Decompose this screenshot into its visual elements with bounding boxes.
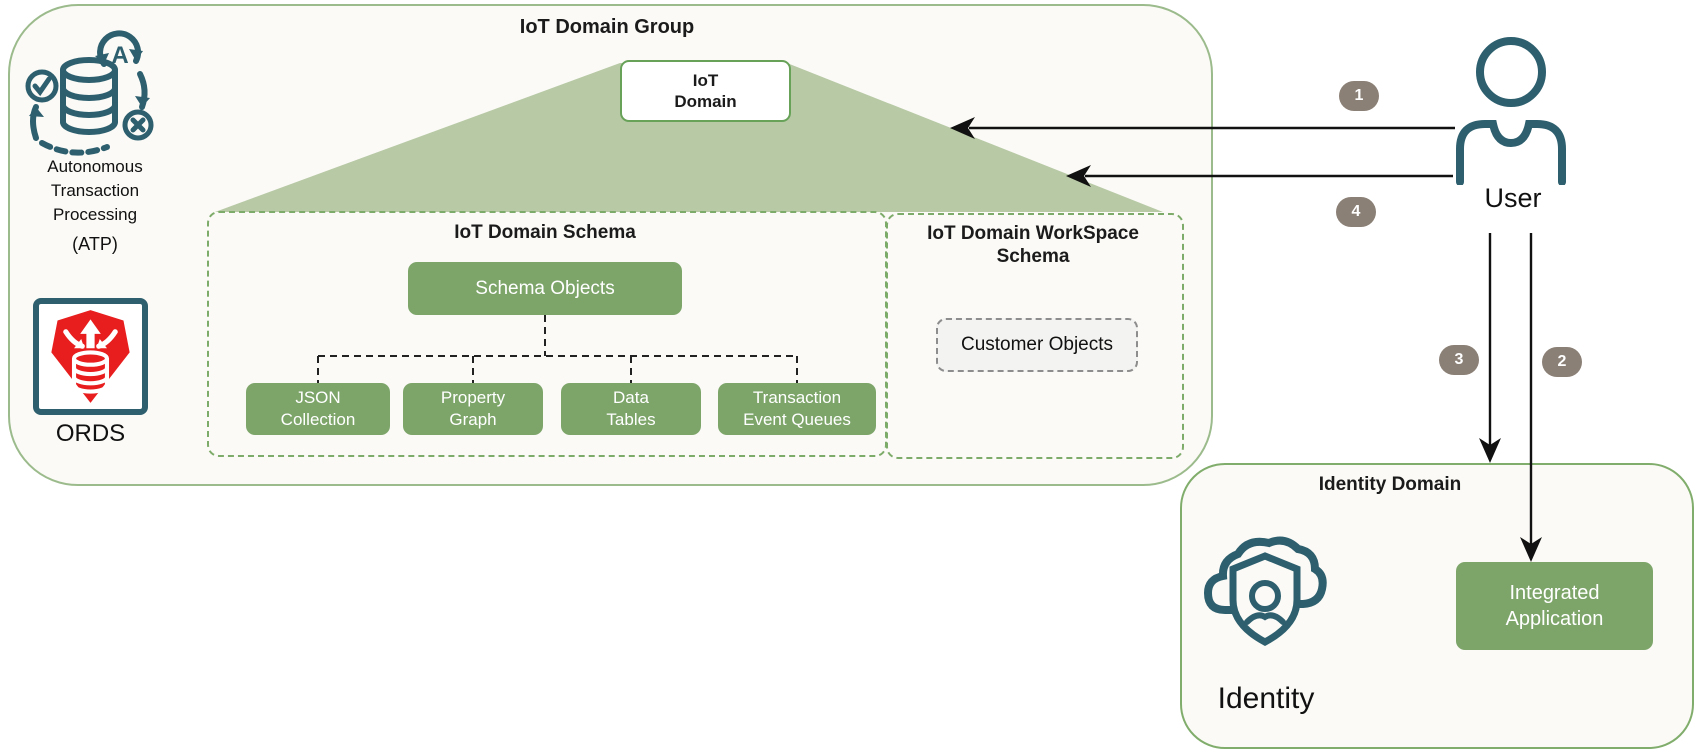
iot-domain-schema-title: IoT Domain Schema — [454, 222, 636, 243]
identity-label: Identity — [1217, 682, 1315, 715]
iot-domain-group-title: IoT Domain Group — [519, 16, 695, 38]
identity-cloud-shield-icon — [1203, 536, 1327, 646]
step-3-badge: 3 — [1439, 345, 1479, 375]
property-graph-box: Property Graph — [403, 383, 543, 435]
arrow-3-head — [1479, 438, 1501, 463]
schema-objects-box: Schema Objects — [408, 262, 682, 315]
integrated-application-box: Integrated Application — [1456, 562, 1653, 650]
step-4-badge: 4 — [1336, 197, 1376, 227]
user-label: User — [1484, 183, 1542, 213]
ords-label: ORDS — [55, 420, 126, 447]
step-1-badge: 1 — [1339, 81, 1379, 111]
svg-text:A: A — [111, 42, 128, 69]
iot-domain-workspace-title: IoT Domain WorkSpace Schema — [927, 223, 1139, 267]
atp-database-icon: A — [25, 30, 154, 156]
ords-shield-icon — [33, 298, 148, 415]
identity-domain-title: Identity Domain — [1318, 474, 1462, 495]
atp-abbr-label: (ATP) — [72, 234, 118, 254]
customer-objects-box: Customer Objects — [936, 318, 1138, 372]
atp-label: Autonomous Transaction Processing — [47, 157, 143, 224]
iot-domain-workspace-container — [886, 213, 1184, 459]
step-2-badge: 2 — [1542, 347, 1582, 377]
user-icon — [1456, 37, 1566, 185]
json-collection-box: JSON Collection — [246, 383, 390, 435]
iot-domain-box: IoT Domain — [620, 60, 791, 122]
transaction-event-queues-box: Transaction Event Queues — [718, 383, 876, 435]
data-tables-box: Data Tables — [561, 383, 701, 435]
